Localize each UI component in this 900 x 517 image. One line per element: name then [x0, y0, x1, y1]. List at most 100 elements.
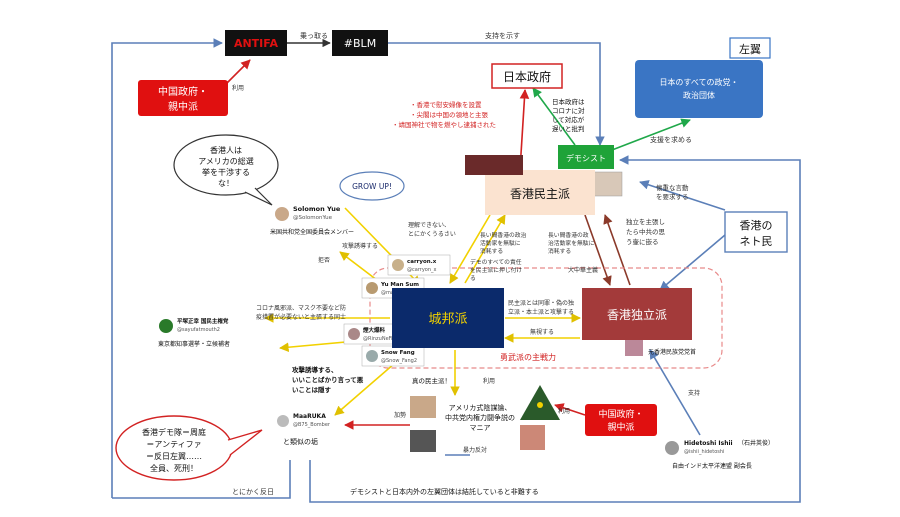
svg-text:長い間香港の政治: 長い間香港の政治 — [480, 231, 527, 239]
edge-dem-city-1 — [449, 214, 491, 284]
courage-faction-label: 勇武派の主戦力 — [500, 352, 556, 362]
svg-text:米国共和党全国委員会メンバー: 米国共和党全国委員会メンバー — [270, 228, 354, 236]
svg-text:民主派とは同罪・偽の独: 民主派とは同罪・偽の独 — [508, 299, 574, 307]
svg-text:日本政府は: 日本政府は — [552, 97, 585, 106]
label-dem-ind-1: 長い間香港の政 治活動家を無駄に 消耗する — [548, 231, 595, 255]
edge-netizens-dem — [639, 180, 726, 211]
svg-text:全員、死刑！: 全員、死刑！ — [150, 463, 198, 473]
edge-china-pyramid — [554, 403, 586, 416]
svg-text:平塚正幸 国民主権党: 平塚正幸 国民主権党 — [177, 317, 229, 325]
svg-text:Solomon Yue: Solomon Yue — [293, 205, 341, 213]
svg-text:香港の: 香港の — [740, 219, 773, 232]
svg-text:と類似の垢: と類似の垢 — [283, 437, 318, 446]
blm-node: #BLM — [332, 30, 388, 56]
snowfang-card: Snow Fang @Snow_Fang2 — [361, 345, 425, 367]
svg-text:ネト民: ネト民 — [740, 235, 773, 248]
carryon-card: carryon.x @carryon_x — [387, 254, 451, 276]
svg-text:デモのすべての責任: デモのすべての責任 — [470, 258, 522, 266]
svg-text:城邦派: 城邦派 — [428, 312, 467, 327]
svg-text:煙大爆料: 煙大爆料 — [363, 326, 386, 334]
independence-node: 香港独立派 — [582, 288, 692, 340]
maaruka-bubble: 香港デモ隊＝周庭 ＝アンティファ ＝反日左翼…… 全員、死刑！ — [115, 415, 263, 481]
svg-text:ANTIFA: ANTIFA — [234, 37, 279, 50]
japan-gov-node: 日本政府 — [491, 63, 563, 89]
svg-text:自由インド太平洋連盟 副会長: 自由インド太平洋連盟 副会長 — [672, 462, 752, 470]
label-attack-lure: 攻撃誘導する、 いいことばかり言って悪 いことは隠す — [292, 365, 364, 394]
svg-text:挙を干渉する: 挙を干渉する — [202, 167, 250, 177]
label-use-1: 利用 — [483, 377, 495, 385]
label-blm-demosisto: 支持を示す — [485, 31, 520, 40]
label-corona: コロナ風邪派、マスク不要など防 疫措置が必要ないと主張する同士 — [256, 304, 346, 321]
label-netizens-dem: 懐重な言動 を要求する — [656, 183, 689, 201]
conspiracy-node: アメリカ式陰謀論、 中共党内権力闘争説の マニア — [410, 385, 560, 452]
svg-text:親中派: 親中派 — [168, 100, 198, 113]
edge-frame-loop — [111, 38, 223, 498]
svg-text:独立を主張し: 独立を主張し — [626, 217, 665, 226]
hk-netizens-node: 香港の ネト民 — [724, 211, 788, 253]
svg-text:治活動家を無駄に: 治活動家を無駄に — [548, 239, 595, 247]
solomon-card: Solomon Yue @SolomonYue 米国共和党全国委員会メンバー — [270, 205, 354, 236]
svg-text:元香港民族党党首: 元香港民族党党首 — [648, 348, 696, 356]
svg-text:攻撃誘導する、: 攻撃誘導する、 — [292, 365, 338, 374]
svg-text:を要求する: を要求する — [656, 192, 689, 201]
label-demosisto-left: 支援を求める — [650, 135, 692, 144]
svg-text:アメリカの総選: アメリカの総選 — [198, 156, 254, 166]
svg-text:活動家を無駄に: 活動家を無駄に — [480, 239, 521, 247]
svg-text:香港デモ隊＝周庭: 香港デモ隊＝周庭 — [142, 427, 206, 437]
svg-text:・靖国神社で物を燃やし逮捕された: ・靖国神社で物を燃やし逮捕された — [392, 120, 496, 129]
svg-text:GROW UP!: GROW UP! — [352, 182, 392, 191]
svg-text:@B75_Bomber: @B75_Bomber — [293, 422, 331, 428]
svg-text:@RinzuNeFilter: @RinzuNeFilter — [363, 336, 402, 342]
label-solomon-city: 理解できない、 とにかくうるさい — [408, 221, 456, 238]
svg-text:消耗する: 消耗する — [480, 247, 503, 255]
label-ind-city: 無視する — [530, 328, 554, 336]
city-faction-node: 城邦派 — [392, 288, 504, 348]
label-city-ind: 民主派とは同罪・偽の独 立派・本土派と攻撃する — [508, 299, 574, 316]
demosisto-node: デモシスト — [558, 145, 614, 169]
label-add-force: 加勢 — [394, 411, 406, 419]
svg-text:アメリカ式陰謀論、: アメリカ式陰謀論、 — [449, 403, 512, 412]
label-support: 支持 — [688, 389, 700, 397]
svg-text:る: る — [470, 275, 476, 282]
svg-text:左翼: 左翼 — [739, 43, 761, 56]
svg-text:MaaRUKA: MaaRUKA — [293, 413, 326, 420]
label-bottom-line: デモシストと日本内外の左翼団体は結託していると非難する — [350, 487, 539, 496]
edge-dem-ind — [584, 214, 612, 286]
svg-text:Hidetoshi Ishii: Hidetoshi Ishii — [684, 440, 733, 447]
courage-faction-region — [369, 267, 723, 369]
hira-card: 平塚正幸 国民主権党 @sayufatmouth2 東京都知事選挙・立候補者 — [158, 317, 230, 348]
hk-democrats-node: 香港民主派 — [485, 170, 595, 215]
svg-text:とにかくうるさい: とにかくうるさい — [408, 231, 456, 238]
svg-text:マニア: マニア — [470, 424, 491, 432]
svg-text:いいことばかり言って悪: いいことばかり言って悪 — [292, 375, 364, 384]
svg-text:@carryon_x: @carryon_x — [407, 267, 437, 273]
svg-text:立派・本土派と攻撃する: 立派・本土派と攻撃する — [508, 308, 574, 316]
label-use-2: 利用 — [558, 407, 570, 415]
svg-text:#BLM: #BLM — [344, 37, 376, 50]
svg-text:懐重な言動: 懐重な言動 — [656, 183, 689, 192]
svg-text:消耗する: 消耗する — [548, 247, 571, 255]
protest-banner-image — [465, 155, 523, 175]
svg-text:東京都知事選挙・立候補者: 東京都知事選挙・立候補者 — [158, 340, 230, 348]
svg-text:@sayufatmouth2: @sayufatmouth2 — [177, 327, 220, 333]
svg-text:政治団体: 政治団体 — [683, 90, 715, 100]
svg-text:@Snow_Fang2: @Snow_Fang2 — [381, 358, 417, 364]
svg-text:香港独立派: 香港独立派 — [607, 307, 667, 322]
svg-text:Snow Fang: Snow Fang — [381, 350, 415, 356]
label-violence: 暴力反対 — [463, 446, 487, 454]
speech-bubble: 香港人は アメリカの総選 挙を干渉する な！ — [173, 134, 279, 206]
antifa-node: ANTIFA — [225, 30, 287, 56]
svg-text:理解できない、: 理解できない、 — [408, 221, 450, 229]
svg-text:＝アンティファ: ＝アンティファ — [146, 440, 201, 449]
edge-netizens-ind — [659, 234, 726, 291]
edge-city-dem — [464, 214, 506, 284]
grow-up-bubble: GROW UP! — [339, 171, 405, 201]
china-gov-top-node: 中国政府・ 親中派 — [138, 80, 228, 116]
svg-text:う壷に嵌る: う壷に嵌る — [626, 237, 659, 246]
label-dem-city-1: 長い間香港の政治 活動家を無駄に 消耗する — [480, 231, 527, 255]
svg-text:コロナ風邪派、マスク不要など防: コロナ風邪派、マスク不要など防 — [256, 304, 346, 312]
svg-text:いことは隠す: いことは隠す — [292, 385, 332, 394]
japan-gov-corona-label: 日本政府は コロナに対 して対応が 遅いと批判 — [552, 97, 585, 133]
edge-hidetoshi-ind — [649, 349, 701, 436]
label-dem-city-2: デモのすべての責任 を民主派に押し付け る — [470, 258, 522, 282]
